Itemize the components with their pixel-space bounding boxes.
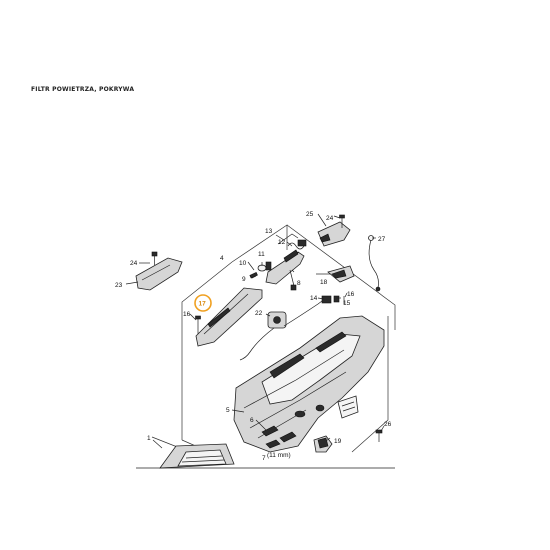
callout-22: 22 [255,310,263,317]
callout-19: 19 [334,438,342,445]
part-5-housing[interactable] [233,315,385,453]
part-13-lever[interactable] [277,233,299,245]
part-14-15-16-small-parts[interactable] [321,295,345,304]
part-12-spring[interactable] [287,239,307,250]
part-1-air-filter[interactable] [159,443,235,469]
part-24-screw-right[interactable] [339,214,345,228]
part-17-handle[interactable] [195,287,263,347]
part-24-screw-left[interactable] [151,251,158,265]
callout-23: 23 [115,282,123,289]
callout-16: 16 [347,291,355,298]
part-9-10-11-fasteners[interactable] [249,261,272,279]
callout-8: 8 [297,280,301,287]
callout-18: 18 [320,279,328,286]
part-27-cable[interactable] [368,235,381,292]
callout-4: 4 [220,255,224,262]
callout-11: 11 [258,251,265,258]
callout-14: 14 [310,295,318,302]
part-18-clip[interactable] [327,265,355,283]
callout-25: 25 [306,211,314,218]
highlight-circle-17[interactable] [194,294,212,312]
callout-1: 1 [147,435,151,442]
callout-9: 9 [242,276,246,283]
part-16-screw[interactable] [195,315,201,334]
dimension-note: (11 mm) [267,452,291,459]
part-25-fitting[interactable] [317,221,351,247]
page-title: FILTR POWIETRZA, POKRYWA [31,86,135,93]
part-22-switch[interactable] [239,297,327,361]
callout-27: 27 [378,236,386,243]
callout-6: 6 [250,417,254,424]
callout-13: 13 [265,228,273,235]
part-26-screw[interactable] [375,429,383,442]
leader-lines [125,213,385,449]
callout-17: 17 [199,301,207,308]
callout-12: 12 [278,239,286,246]
callout-7: 7 [262,455,266,462]
callout-15: 15 [343,300,351,307]
callout-24: 24 [326,215,334,222]
callout-5: 5 [226,407,230,414]
part-8-trigger-handle[interactable] [265,249,305,291]
callout-24: 24 [130,260,138,267]
callout-10: 10 [239,260,247,267]
part-23-cover[interactable] [135,257,183,291]
callout-26: 26 [384,421,392,428]
callout-16: 16 [183,311,191,318]
